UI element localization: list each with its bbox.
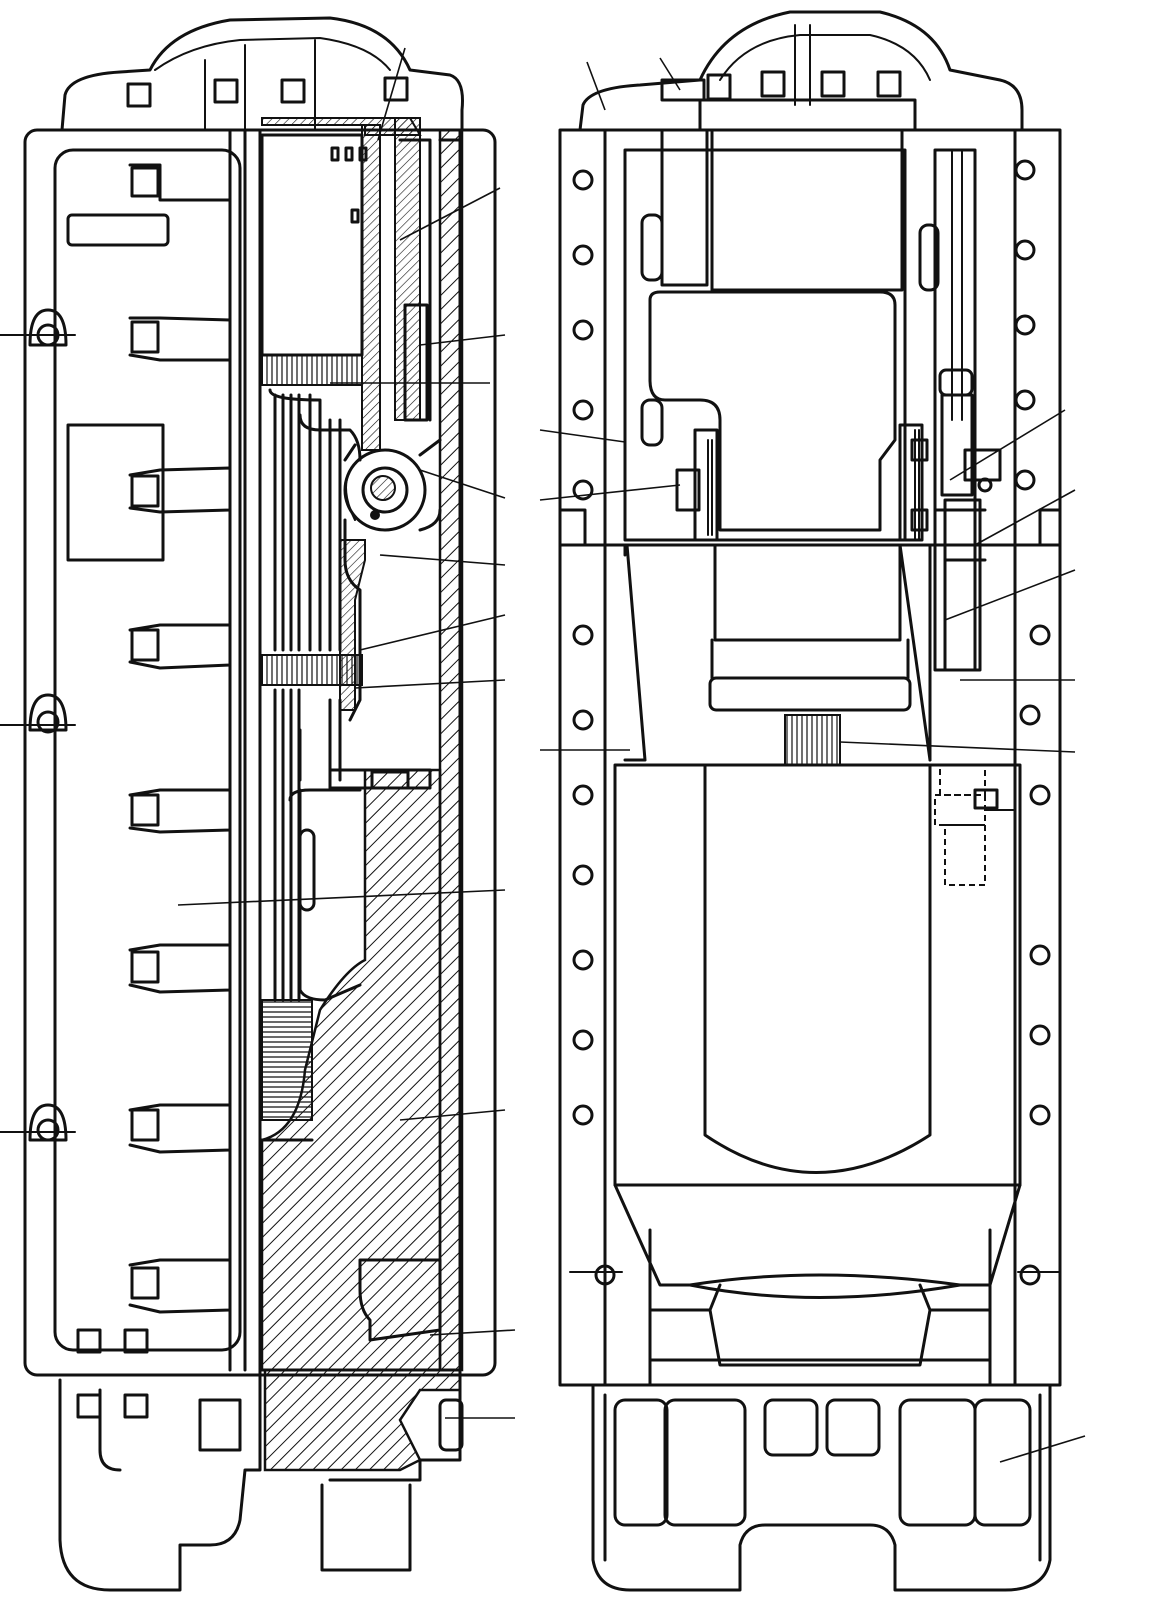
- leader-r2: [659, 57, 681, 91]
- leader-r7: [974, 489, 1076, 546]
- right-sectional-view: [558, 10, 1062, 1592]
- left-base: [58, 1368, 262, 1592]
- left-view-leaders: [177, 47, 516, 1419]
- left-tank-wall-hatched: [438, 128, 464, 1372]
- right-middle-clamp: [708, 676, 912, 712]
- right-cover-bolts: [706, 70, 902, 101]
- left-mounting-lugs: [0, 308, 76, 1142]
- leader-l6: [379, 554, 506, 566]
- left-top-cover: [60, 16, 464, 132]
- leader-r10: [839, 741, 1076, 753]
- leader-l1: [377, 47, 406, 141]
- leader-r6: [949, 409, 1066, 481]
- right-yoke-clamps: [675, 423, 929, 542]
- right-left-flange-holes: [572, 169, 616, 1286]
- left-core-frame: [260, 133, 364, 357]
- leader-l3: [419, 334, 506, 346]
- left-cover-bolts: [126, 76, 409, 108]
- right-cover-nameplate: [660, 78, 706, 102]
- leader-r4: [539, 484, 681, 501]
- left-upper-winding-cap: [261, 354, 363, 386]
- left-sectional-view: [0, 16, 497, 1592]
- leader-l2: [399, 187, 501, 241]
- leader-l11: [429, 1329, 516, 1336]
- right-right-flange-holes: [1014, 159, 1051, 1286]
- left-base-hatched: [263, 1368, 462, 1472]
- left-connector-hatched: [339, 539, 366, 711]
- right-lower-coil-outer: [613, 763, 1022, 1187]
- left-wall-bolts: [128, 163, 232, 1314]
- right-base: [591, 1383, 1052, 1592]
- right-upper-yoke-frame: [623, 148, 907, 542]
- right-top-cover: [578, 10, 1024, 132]
- leader-r1: [586, 61, 606, 111]
- left-tap-changer-drum: [343, 438, 442, 532]
- left-winding-upper: [273, 393, 312, 652]
- leader-l9: [177, 889, 506, 906]
- leader-r3: [539, 429, 626, 443]
- left-lead-tube-hatched: [361, 124, 381, 451]
- left-inspection-window: [66, 423, 165, 562]
- right-core-neck: [784, 714, 841, 766]
- leader-l5: [419, 469, 506, 499]
- left-side-window-top: [66, 213, 170, 247]
- right-view-leaders: [539, 57, 1086, 1463]
- left-base-bolts: [76, 1328, 149, 1419]
- leader-r8: [944, 569, 1076, 621]
- right-middle-winding: [713, 543, 902, 642]
- right-lower-coil-inner: [703, 763, 932, 1174]
- left-lower-winding: [261, 999, 313, 1121]
- leader-l8: [354, 679, 506, 689]
- right-upper-limb: [648, 290, 897, 532]
- right-tap-changer-rod: [918, 148, 1002, 672]
- leader-r11: [999, 1435, 1086, 1463]
- right-dashed-contact: [934, 764, 999, 886]
- leader-l10: [399, 1109, 506, 1121]
- leader-l7: [359, 614, 506, 651]
